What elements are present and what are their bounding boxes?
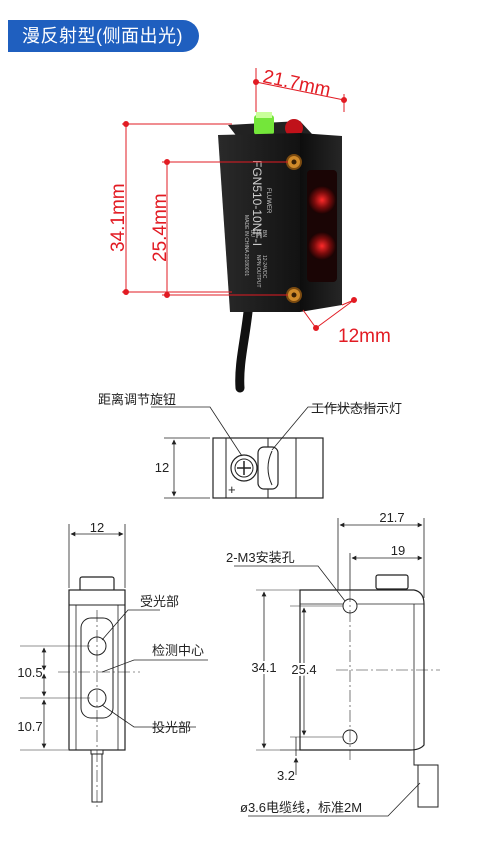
label-indicator: 工作状态指示灯 <box>311 401 402 416</box>
indicator-light <box>254 115 274 135</box>
plus-sign: + <box>228 482 236 497</box>
dim-photo-inner-height-label: 25.4mm <box>150 193 171 262</box>
label-cable: ø3.6电缆线，标准2M <box>240 800 362 815</box>
receiver-lens <box>308 186 336 214</box>
dim-side-bottom: 3.2 <box>277 768 295 783</box>
front-view-cap <box>79 576 115 592</box>
label-emitter: 投光部 <box>152 720 191 735</box>
product-photo: FGN510-10NF-I FLUWER BN BK BU 12-24VDC N… <box>108 66 391 393</box>
dim-side-outer-width: 21.7 <box>379 510 404 525</box>
adjust-knob <box>285 119 303 137</box>
section-title: 漫反射型(侧面出光) <box>8 20 199 52</box>
svg-text:NPN OUTPUT: NPN OUTPUT <box>255 255 261 288</box>
svg-text:BU: BU <box>249 230 255 237</box>
dim-photo-depth-label: 12mm <box>338 326 391 347</box>
label-holes: 2-M3安装孔 <box>226 550 295 565</box>
dim-photo-outer-height-label: 34.1mm <box>108 183 129 252</box>
svg-text:MADE IN CHINA 20180001: MADE IN CHINA 20180001 <box>243 215 249 276</box>
dim-side-inner-width: 19 <box>391 543 405 558</box>
model-text: FGN510-10NF-I <box>250 160 264 246</box>
side-view-cap <box>375 574 409 590</box>
svg-text:BK: BK <box>255 230 261 237</box>
dim-photo-depth <box>302 297 357 331</box>
dim-side-hole-spacing: 25.4 <box>291 662 316 677</box>
label-center: 检测中心 <box>152 643 204 658</box>
emitter-lens <box>308 232 336 260</box>
label-knob: 距离调节旋钮 <box>98 392 176 407</box>
dim-front-lower: 10.7 <box>17 719 42 734</box>
side-view: 21.7 19 2-M3安装孔 34.1 25.4 3.2 ø <box>226 510 440 817</box>
svg-text:BN: BN <box>261 230 267 237</box>
svg-text:12-24VDC: 12-24VDC <box>261 255 267 279</box>
dim-photo-width <box>253 68 347 112</box>
dim-top-height: 12 <box>155 460 169 475</box>
sensor-front <box>218 133 300 312</box>
dim-front-width: 12 <box>90 520 104 535</box>
dim-photo-inner-height <box>162 159 288 298</box>
dim-photo-outer-height <box>122 121 232 295</box>
dim-side-total-height: 34.1 <box>251 660 276 675</box>
front-view: 12 10.5 10.7 受光部 检测中心 投光部 <box>17 520 208 808</box>
brand-text: FLUWER <box>265 188 271 214</box>
dim-photo-width-label: 21.7mm <box>261 66 333 101</box>
top-view: + 距离调节旋钮 工作状态指示灯 12 <box>98 392 402 499</box>
dim-front-upper: 10.5 <box>17 665 42 680</box>
label-receiver: 受光部 <box>140 594 179 609</box>
